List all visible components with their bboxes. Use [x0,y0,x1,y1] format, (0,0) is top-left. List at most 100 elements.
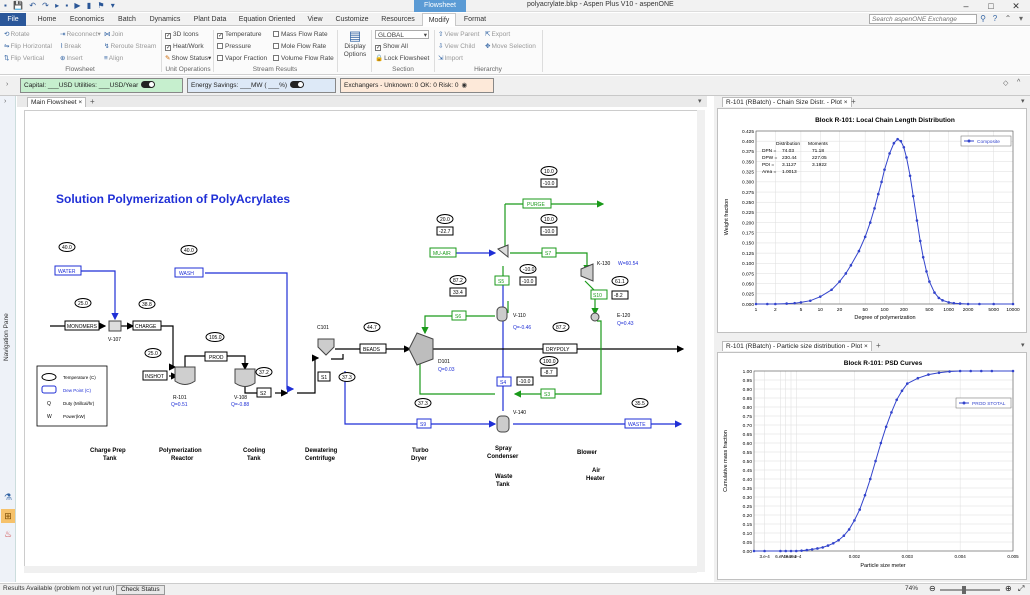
stream-tag-s1[interactable]: S1 [317,371,331,382]
stream-tag-waste[interactable]: WASTE [624,418,652,429]
add-tab-icon[interactable]: + [876,341,881,350]
align-button[interactable]: ≡Align [104,54,123,63]
tab-modify[interactable]: Modify [422,13,456,26]
display-options-button[interactable]: ▤Display Options [341,29,369,59]
analysis-toggle[interactable] [141,81,156,88]
check-status-button[interactable]: Check Status [116,585,165,595]
navigation-pane[interactable]: › Navigation Pane ⚗ ⊞ ♨ [0,96,16,582]
stream-s5-line[interactable] [419,361,495,395]
tab-list-icon[interactable]: ▾ [698,98,702,105]
stream-water-line[interactable] [81,270,119,321]
fit-icon[interactable]: ⤢ [1018,584,1025,593]
stream-tag-purge[interactable]: PURGE [522,198,552,209]
stream-s1b-line[interactable] [331,354,344,360]
stream-tag-s4[interactable]: S4 [496,376,512,387]
stream-tag-inshot[interactable]: INSHOT [142,370,168,381]
stream-s3-line[interactable] [513,320,602,398]
flowsheet-vertical-scrollbar[interactable] [697,110,705,572]
chain-length-chart[interactable]: Block R-101: Local Chain Length Distribu… [718,109,1028,334]
move-selection-button[interactable]: ✥Move Selection [485,42,536,51]
join-button[interactable]: ⋈Join [104,30,123,39]
view-parent-button[interactable]: ⇧View Parent [438,30,479,39]
block-v107[interactable]: V-107 [108,320,122,343]
tab-economics[interactable]: Economics [69,16,105,23]
stream-s6-line[interactable] [421,315,495,335]
search-icon[interactable]: ⚲ [980,14,986,23]
pin-icon[interactable]: ◇ [1003,80,1009,87]
exchanger-gauge-icon[interactable]: ◉ [461,82,468,89]
search-input[interactable] [869,14,977,24]
break-button[interactable]: ⌇Break [60,42,81,51]
stream-tag-s6[interactable]: S6 [451,310,467,321]
stream-s1-line[interactable] [297,354,320,394]
stream-tag-beads[interactable]: BEADS [359,343,387,354]
zoom-slider-thumb[interactable] [962,586,966,594]
maximize-button[interactable]: □ [988,1,994,11]
tab-chain-size-plot[interactable]: R-101 (RBatch) - Chain Size Distr. - Plo… [722,97,852,107]
tab-list-icon[interactable]: ▾ [1021,98,1025,105]
flowsheet-horizontal-scrollbar[interactable] [24,566,697,573]
close-tab-icon[interactable]: × [78,99,83,106]
zoom-slider[interactable] [940,589,1000,591]
insert-button[interactable]: ⊕Insert [60,54,83,63]
reconnect-button[interactable]: ⇥Reconnect▾ [60,31,101,38]
tab-format[interactable]: Format [463,16,487,23]
stream-tag-s2[interactable]: S2 [256,387,272,398]
stream-s9-line-a[interactable] [344,371,417,425]
3d-icons-checkbox[interactable]: ✓3D Icons [165,30,199,39]
expand-nav-icon[interactable]: › [4,98,7,105]
stream-tag-water[interactable]: WATER [54,265,82,276]
lock-flowsheet-button[interactable]: 🔒Lock Flowsheet [375,54,429,63]
stream-tag-s7[interactable]: S7 [541,247,557,258]
flask-icon[interactable]: ⚗ [3,492,13,502]
tab-customize[interactable]: Customize [335,16,369,23]
volume-flow-checkbox[interactable]: Volume Flow Rate [273,54,334,63]
stream-tag-wash[interactable]: WASH [174,267,204,278]
energy-toggle[interactable] [290,81,305,88]
stream-tag-prod[interactable]: PROD [204,351,228,362]
block-c101[interactable]: C101 [317,325,335,356]
heat-work-checkbox[interactable]: ✓Heat/Work [165,42,204,51]
export-button[interactable]: ⇱Export [485,30,510,39]
stream-tag-s3[interactable]: S3 [540,388,556,399]
temperature-checkbox[interactable]: ✓Temperature [217,30,262,39]
flowsheet-diagram[interactable]: Solution Polymerization of PolyAcrylates [25,111,705,573]
section-dropdown[interactable]: GLOBAL▾ [375,30,429,39]
flip-vertical-button[interactable]: ⇅Flip Vertical [4,54,44,63]
reroute-stream-button[interactable]: ↯Reroute Stream [104,42,156,51]
zoom-out-icon[interactable]: ⊖ [929,584,936,593]
tab-equation-oriented[interactable]: Equation Oriented [238,16,296,23]
flowsheet-icon[interactable]: ⊞ [1,509,15,523]
add-tab-icon[interactable]: + [90,97,95,106]
close-tab-icon[interactable]: × [843,99,848,106]
tab-home[interactable]: Home [37,16,57,23]
pressure-checkbox[interactable]: Pressure [217,42,251,51]
rotate-button[interactable]: ⟲Rotate [4,30,30,39]
show-all-checkbox[interactable]: ✓Show All [375,42,408,51]
mole-flow-checkbox[interactable]: Mole Flow Rate [273,42,326,51]
stream-wash-line[interactable] [205,272,295,393]
flip-horizontal-button[interactable]: ⇋Flip Horizontal [4,42,52,51]
tab-resources[interactable]: Resources [381,16,415,23]
view-child-button[interactable]: ⇩View Child [438,42,475,51]
flowsheet-canvas[interactable]: Solution Polymerization of PolyAcrylates [24,110,704,572]
block-v140[interactable]: V-140 [496,410,526,433]
stream-s7-line[interactable] [510,252,591,273]
psd-chart[interactable]: Block R-101: PSD Curves0.000.050.100.150… [718,353,1028,581]
stream-tag-muair[interactable]: MU-AIR [429,247,457,258]
mass-flow-checkbox[interactable]: Mass Flow Rate [273,30,328,39]
stream-tag-charge[interactable]: CHARGE [132,320,162,331]
minimize-button[interactable]: – [963,1,969,11]
stream-tag-s10[interactable]: S10 [590,289,608,300]
close-button[interactable]: ✕ [1012,1,1020,11]
tab-dynamics[interactable]: Dynamics [149,16,181,23]
tab-batch[interactable]: Batch [118,16,136,23]
add-tab-icon[interactable]: + [851,97,856,106]
tab-view[interactable]: View [307,16,323,23]
